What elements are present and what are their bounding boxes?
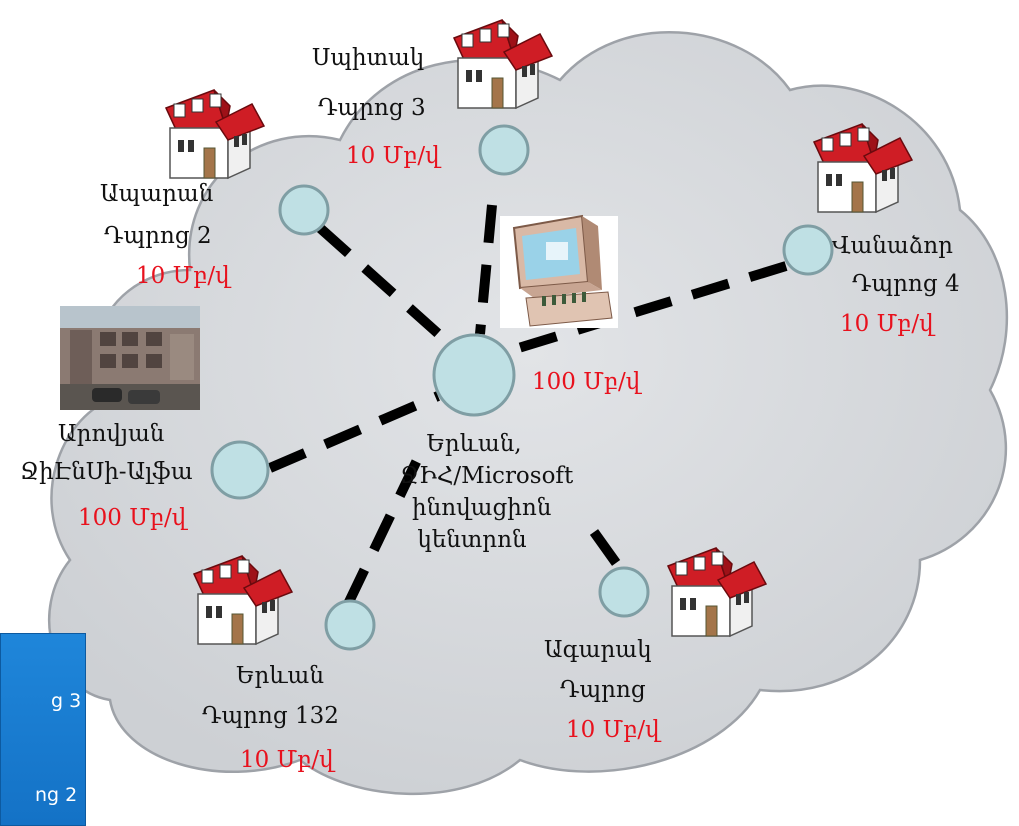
hub-name-line1: Երևան, <box>426 431 522 457</box>
arovyan-building-photo <box>60 306 200 410</box>
node-vanadzor <box>782 224 834 276</box>
node-aparan <box>278 184 330 236</box>
agarak-speed: 10 Մբ/վ <box>566 717 660 743</box>
node-yerevan <box>324 599 376 651</box>
hub-name-line2: ՋԻՀ/Microsoft <box>400 463 574 489</box>
vanadzor-label-line1: Վանաձոր <box>832 233 953 259</box>
link-aparan <box>316 224 456 350</box>
hub-name-line4: կենտրոն <box>417 527 527 553</box>
link-agarak <box>589 529 629 577</box>
node-spitak <box>478 124 530 176</box>
agarak-label-line1: Ագարակ <box>544 637 652 663</box>
vanadzor-speed: 10 Մբ/վ <box>840 311 934 337</box>
node-arovyan <box>210 440 270 500</box>
nodes <box>210 124 834 651</box>
spitak-label-line2: Դպրոց 3 <box>318 95 426 121</box>
side-panel: ց 3 ոց 2 <box>0 633 86 826</box>
hub-node <box>432 333 516 417</box>
hub-speed: 100 Մբ/վ <box>532 369 641 395</box>
agarak-label-line2: Դպրոց <box>560 677 646 703</box>
hub-name-line3: ինովացիոն <box>412 495 552 521</box>
spitak-speed: 10 Մբ/վ <box>346 143 440 169</box>
link-vanadzor <box>510 261 788 355</box>
yerevan-label-line2: Դպրոց 132 <box>202 703 339 729</box>
link-arovyan <box>268 391 440 473</box>
arovyan-speed: 100 Մբ/վ <box>78 505 187 531</box>
node-agarak <box>598 566 650 618</box>
arovyan-label-line1: Արովյան <box>58 421 165 447</box>
link-spitak <box>475 204 497 335</box>
side-panel-item1: ց 3 <box>51 690 82 712</box>
yerevan-speed: 10 Մբ/վ <box>240 747 334 773</box>
yerevan-label-line1: Երևան <box>236 663 324 689</box>
aparan-label-line2: Դպրոց 2 <box>104 223 212 249</box>
links <box>268 204 788 607</box>
house-spitak-icon <box>453 19 553 109</box>
aparan-label-line1: Ապարան <box>100 181 214 207</box>
spitak-label-line1: Սպիտակ <box>312 45 425 71</box>
vanadzor-label-line2: Դպրոց 4 <box>852 271 960 297</box>
arovyan-label-line2: ՋիԷնՍի-Ալֆա <box>20 459 193 485</box>
house-aparan-icon <box>165 89 265 179</box>
side-panel-item2: ոց 2 <box>35 784 78 806</box>
link-yerevan <box>343 455 423 607</box>
aparan-speed: 10 Մբ/վ <box>136 263 230 289</box>
computer-icon <box>500 214 618 328</box>
